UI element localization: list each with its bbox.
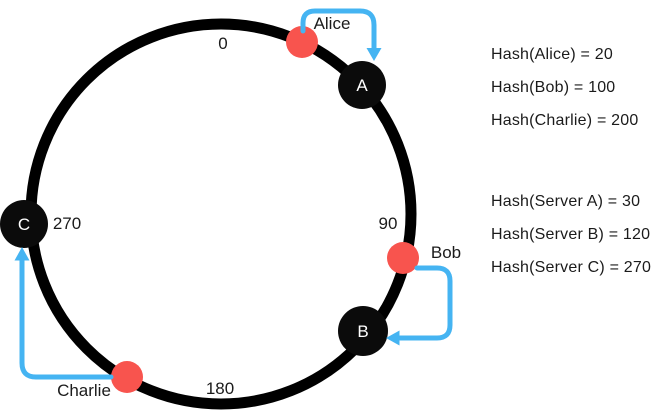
server-node-a-label: A <box>356 76 368 95</box>
server-node-b <box>338 306 388 356</box>
key-hash-list: Hash(Alice) = 20 Hash(Bob) = 100 Hash(Ch… <box>491 38 638 137</box>
hash-line-bob: Hash(Bob) = 100 <box>491 79 616 96</box>
hash-line-server-b: Hash(Server B) = 120 <box>491 226 651 243</box>
server-node-a <box>338 61 386 109</box>
server-node-b-label: B <box>357 322 368 341</box>
tick-label-0: 0 <box>218 34 227 53</box>
arrowhead-alice-to-a <box>366 48 382 61</box>
server-hash-list: Hash(Server A) = 30 Hash(Server B) = 120… <box>491 185 651 284</box>
server-node-c-label: C <box>18 215 30 234</box>
hash-line-charlie: Hash(Charlie) = 200 <box>491 112 639 129</box>
tick-label-180: 180 <box>206 379 234 398</box>
key-label-bob: Bob <box>431 243 461 262</box>
arrowhead-bob-to-b <box>386 330 400 346</box>
arrow-bob-to-b <box>397 265 453 341</box>
key-label-alice: Alice <box>314 14 351 33</box>
arrowhead-charlie-to-c <box>14 247 30 261</box>
hash-line-server-c: Hash(Server C) = 270 <box>491 259 652 276</box>
tick-label-90: 90 <box>379 214 398 233</box>
tick-label-270: 270 <box>53 214 81 233</box>
key-label-charlie: Charlie <box>57 381 111 400</box>
hash-line-server-a: Hash(Server A) = 30 <box>491 193 641 210</box>
server-node-c <box>0 200 48 248</box>
key-dot-charlie <box>111 361 143 393</box>
arrow-alice-to-a <box>300 8 377 51</box>
hash-line-alice: Hash(Alice) = 20 <box>491 46 613 63</box>
key-dot-bob <box>387 242 419 274</box>
key-dot-alice <box>286 26 318 58</box>
arrow-charlie-to-c <box>19 257 114 380</box>
